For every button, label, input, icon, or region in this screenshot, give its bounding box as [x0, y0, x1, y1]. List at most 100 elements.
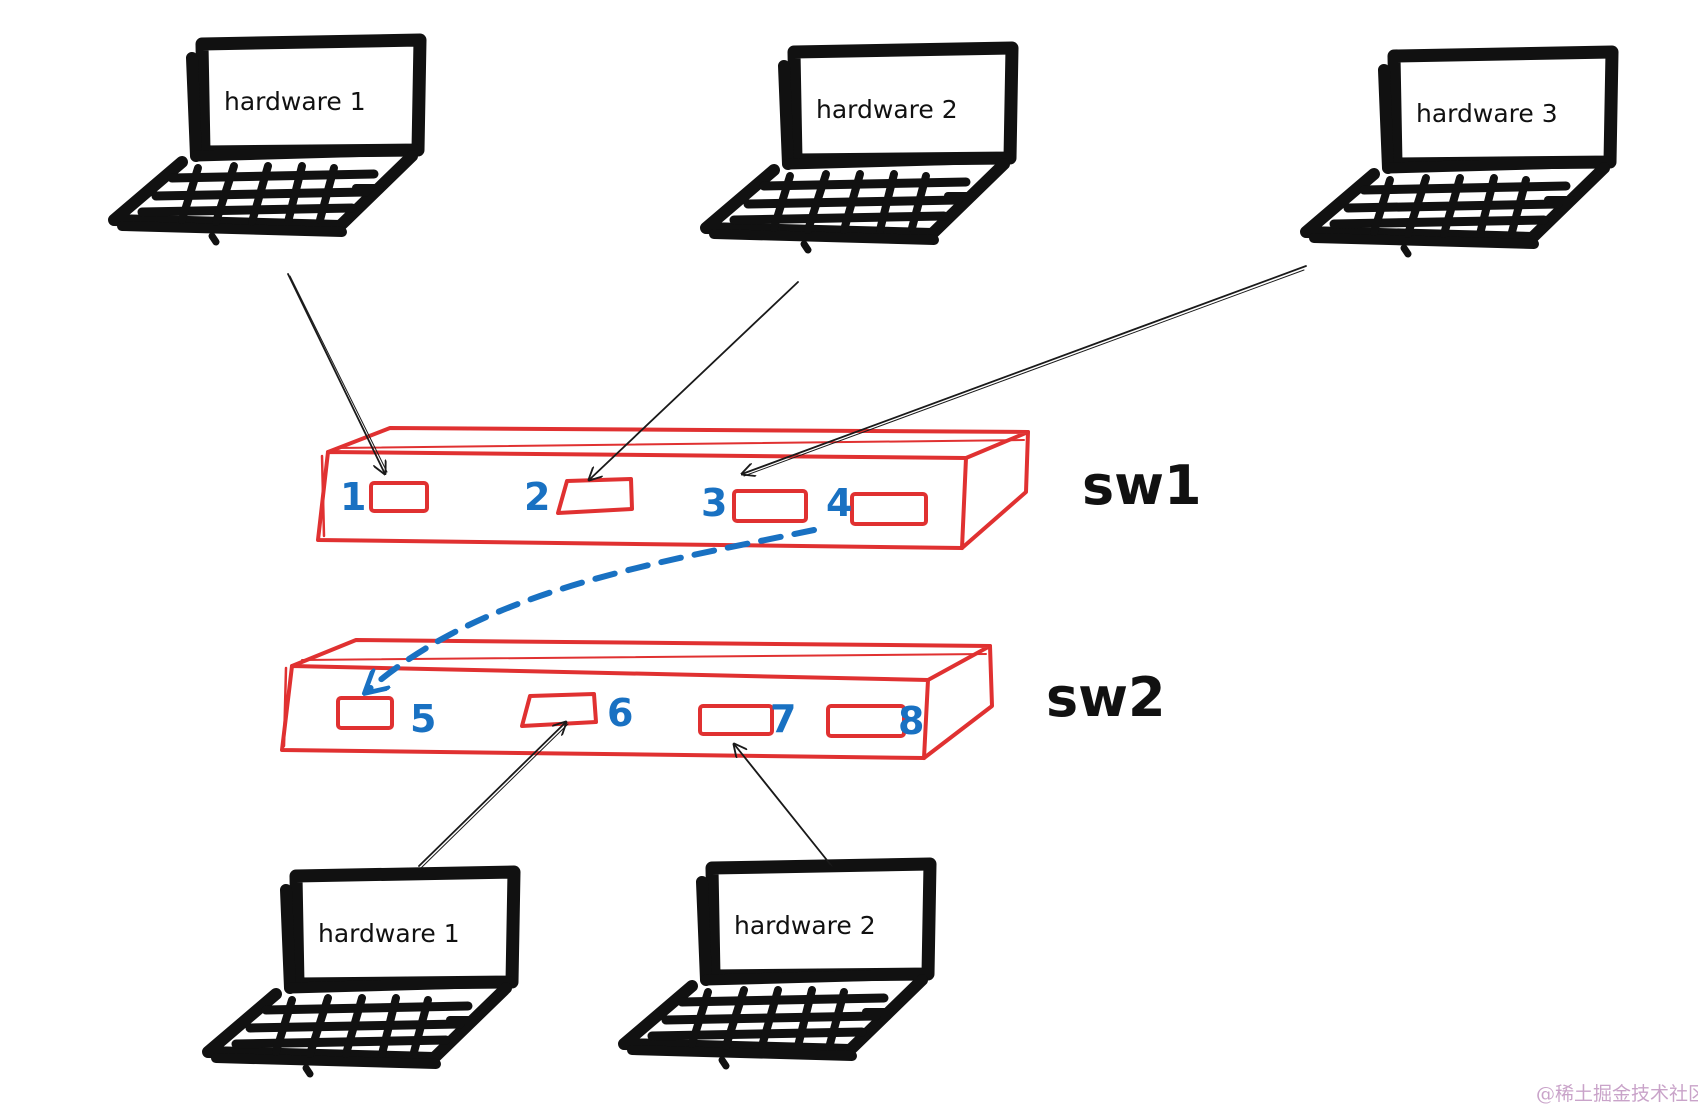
laptop-stroke	[211, 1053, 441, 1069]
laptop-stroke	[729, 211, 949, 225]
laptop-icon	[618, 857, 937, 1070]
link-hw1-to-port1	[287, 273, 385, 474]
laptop-stroke	[840, 170, 864, 234]
laptop-stroke	[804, 170, 830, 234]
port-number-3: 3	[701, 481, 727, 525]
laptop-label: hardware 2	[816, 95, 958, 124]
port-number-8: 8	[898, 699, 924, 743]
port-number-7: 7	[770, 697, 796, 741]
laptop-stroke	[1382, 156, 1614, 174]
laptop-hardware-1-bottom: hardware 1	[202, 865, 521, 1078]
laptop-stroke	[190, 144, 422, 162]
laptop-stroke	[306, 994, 332, 1058]
laptop-stroke	[1476, 174, 1498, 238]
laptop-stroke	[1329, 215, 1549, 229]
laptop-stroke	[688, 988, 712, 1048]
laptop-stroke	[647, 1027, 867, 1041]
switch-top-face	[290, 638, 992, 682]
port-6[interactable]	[520, 692, 598, 728]
laptop-stroke	[1359, 181, 1571, 195]
laptop-label: hardware 1	[318, 919, 460, 948]
laptop-stroke	[800, 240, 812, 254]
laptop-stroke	[212, 162, 238, 226]
laptop-stroke	[342, 994, 366, 1058]
laptop-stroke	[378, 994, 400, 1058]
laptop-icon	[202, 865, 521, 1078]
port-number-6: 6	[607, 691, 633, 735]
port-number-1: 1	[340, 475, 366, 519]
laptop-icon	[108, 33, 427, 246]
laptop-stroke	[1378, 64, 1394, 174]
port-2[interactable]	[556, 477, 634, 515]
laptop-stroke	[261, 1001, 473, 1015]
port-number-5: 5	[410, 697, 436, 741]
laptop-stroke	[1400, 244, 1412, 258]
laptop-stroke	[718, 1056, 730, 1070]
trunk-link-port4-to-port5	[366, 527, 817, 692]
laptop-label: hardware 3	[1416, 99, 1558, 128]
port-7[interactable]	[698, 704, 774, 736]
laptop-stroke	[709, 229, 939, 245]
laptop-stroke	[284, 976, 516, 994]
laptop-stroke	[794, 986, 816, 1050]
switch-chassis	[316, 450, 968, 550]
laptop-stroke	[208, 232, 220, 246]
laptop-stroke	[700, 968, 932, 986]
port-8[interactable]	[826, 704, 906, 738]
laptop-stroke	[778, 60, 794, 170]
link-hw1b-to-port6	[418, 722, 566, 867]
laptop-stroke	[722, 986, 748, 1050]
laptop-icon	[1300, 45, 1619, 258]
laptop-hardware-1-top: hardware 1	[108, 33, 427, 246]
link-hw3-to-port3	[742, 265, 1307, 474]
laptop-stroke	[1508, 176, 1530, 236]
laptop-stroke	[759, 177, 971, 191]
laptop-stroke	[248, 162, 272, 226]
laptop-label: hardware 2	[734, 911, 876, 940]
laptop-stroke	[1370, 176, 1394, 236]
laptop-icon	[700, 41, 1019, 254]
switch-side-face	[960, 430, 1030, 550]
laptop-stroke	[1404, 174, 1430, 238]
laptop-stroke	[1309, 233, 1539, 249]
laptop-stroke	[231, 1035, 451, 1049]
laptop-stroke	[1440, 174, 1464, 238]
switch-side-face	[922, 644, 994, 760]
laptop-stroke	[770, 172, 794, 232]
laptop-stroke	[280, 884, 296, 994]
laptop-hardware-2-top: hardware 2	[700, 41, 1019, 254]
laptop-label: hardware 1	[224, 87, 366, 116]
switch-top-face	[326, 426, 1030, 460]
laptop-stroke	[316, 164, 338, 224]
switch-label-sw1: sw1	[1082, 454, 1202, 517]
laptop-stroke	[167, 169, 379, 183]
watermark: @稀土掘金技术社区	[1536, 1083, 1698, 1105]
port-number-4: 4	[826, 481, 852, 525]
laptop-stroke	[758, 986, 782, 1050]
laptop-stroke	[284, 162, 306, 226]
laptop-hardware-3-top: hardware 3	[1300, 45, 1619, 258]
port-number-2: 2	[524, 475, 550, 519]
port-4[interactable]	[850, 492, 928, 526]
laptop-stroke	[137, 203, 357, 217]
laptop-stroke	[908, 172, 930, 232]
laptop-stroke	[178, 164, 202, 224]
laptop-stroke	[627, 1045, 857, 1061]
links	[287, 265, 1307, 869]
switch-label-sw2: sw2	[1046, 666, 1166, 729]
laptop-stroke	[117, 221, 347, 237]
laptop-stroke	[782, 152, 1014, 170]
port-3[interactable]	[732, 489, 808, 523]
laptop-stroke	[302, 1064, 314, 1078]
laptop-stroke	[186, 52, 202, 162]
switch-sw2	[280, 638, 994, 760]
laptop-hardware-2-bottom: hardware 2	[618, 857, 937, 1070]
switch-sw1	[316, 426, 1030, 550]
port-5[interactable]	[336, 696, 394, 730]
laptop-stroke	[272, 996, 296, 1056]
laptop-stroke	[696, 876, 712, 986]
port-1[interactable]	[369, 481, 429, 513]
laptop-stroke	[677, 993, 889, 1007]
laptop-stroke	[826, 988, 848, 1048]
